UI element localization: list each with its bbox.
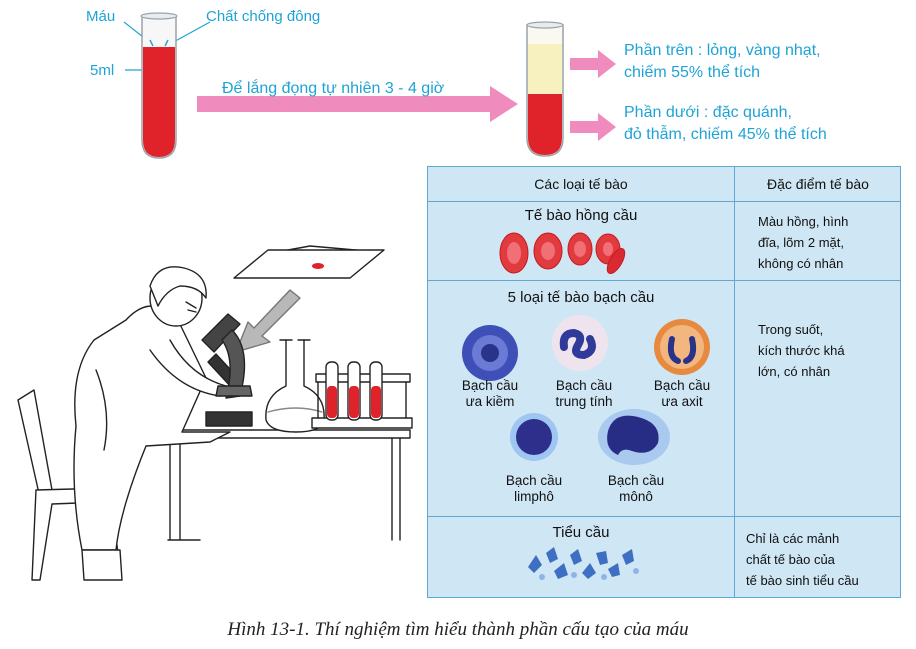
upper-part-line-1: Phần trên : lỏng, vàng nhạt,: [624, 42, 821, 59]
cell-table: Các loại tế bào Đặc điểm tế bào Tế bào h…: [427, 166, 901, 598]
label-blood: Máu: [86, 8, 116, 25]
row-name-platelets: Tiểu cầu: [552, 524, 610, 541]
eosinophil-icon: [654, 319, 710, 375]
figure-caption: Hình 13-1. Thí nghiệm tìm hiểu thành phầ…: [227, 619, 689, 640]
label-eosinophil-line-1: Bạch cầu: [653, 378, 711, 393]
label-basophil-line-1: Bạch cầu: [461, 378, 519, 393]
label-basophil-line-2: ưa kiềm: [465, 394, 515, 409]
row-divider-1: [428, 280, 900, 281]
label-monocyte: Bạch cầu mônô: [586, 473, 686, 505]
tube-blood-icon: [140, 12, 178, 159]
settling-text: Để lắng đọng tự nhiên 3 - 4 giờ: [222, 80, 445, 97]
white-blood-cells-icons: [462, 315, 710, 465]
lymphocyte-icon: [510, 413, 558, 461]
upper-arrow-icon: [570, 50, 616, 78]
red-blood-cells-icon: [499, 232, 626, 274]
settling-arrow-icon: [197, 86, 518, 122]
basophil-icon: [462, 325, 518, 381]
features-white-line-3: lớn, có nhân: [758, 364, 831, 379]
label-lymphocyte-line-1: Bạch cầu: [505, 473, 563, 488]
flask-icon: [265, 339, 325, 433]
label-neutrophil-line-2: trung tính: [555, 394, 613, 409]
row-name-red-cells: Tế bào hồng cầu: [524, 207, 638, 224]
features-white-cells: Trong suốt, kích thước khá lớn, có nhân: [758, 319, 845, 382]
features-platelets: Chỉ là các mảnh chất tế bào của tế bào s…: [746, 528, 859, 591]
neutrophil-icon: [552, 315, 608, 371]
slide-icon: [233, 245, 385, 279]
label-eosinophil-line-2: ưa axit: [661, 394, 703, 409]
tube-separated-icon: [526, 21, 564, 157]
label-eosinophil: Bạch cầu ưa axit: [632, 378, 732, 410]
features-platelets-line-1: Chỉ là các mảnh: [746, 531, 840, 546]
label-volume: 5ml: [90, 62, 115, 79]
monocyte-icon: [598, 409, 670, 465]
scientist-microscope-illustration: [17, 245, 413, 581]
label-lymphocyte: Bạch cầu limphô: [484, 473, 584, 505]
features-red-cells: Màu hồng, hình đĩa, lõm 2 mặt, không có …: [758, 211, 848, 274]
features-red-line-1: Màu hồng, hình: [758, 214, 849, 229]
features-red-line-3: không có nhân: [758, 256, 844, 271]
features-red-line-2: đĩa, lõm 2 mặt,: [758, 235, 844, 250]
features-white-line-2: kích thước khá: [758, 343, 845, 358]
upper-part-text: Phần trên : lỏng, vàng nhạt, chiếm 55% t…: [624, 40, 821, 84]
down-arrow-icon: [235, 289, 301, 353]
column-divider: [734, 167, 735, 597]
header-divider: [428, 201, 900, 202]
label-anticoagulant: Chất chống đông: [206, 8, 321, 25]
upper-part-line-2: chiếm 55% thể tích: [624, 64, 761, 81]
row-divider-2: [428, 516, 900, 517]
label-monocyte-line-1: Bạch cầu: [607, 473, 665, 488]
label-basophil: Bạch cầu ưa kiềm: [440, 378, 540, 410]
label-lymphocyte-line-2: limphô: [514, 489, 554, 504]
label-neutrophil: Bạch cầu trung tính: [534, 378, 634, 410]
header-cell-features: Đặc điểm tế bào: [767, 176, 869, 192]
lower-part-text: Phần dưới : đặc quánh, đỏ thẫm, chiếm 45…: [624, 102, 827, 146]
lower-part-line-1: Phần dưới : đặc quánh,: [624, 104, 792, 121]
row-name-white-cells: 5 loại tế bào bạch cầu: [507, 289, 655, 306]
features-platelets-line-3: tế bào sinh tiểu cầu: [746, 573, 859, 588]
test-tube-rack-icon: [311, 361, 413, 429]
platelets-icon: [528, 547, 639, 580]
label-monocyte-line-2: mônô: [619, 489, 653, 504]
lower-arrow-icon: [570, 113, 616, 141]
lower-part-line-2: đỏ thẫm, chiếm 45% thể tích: [624, 126, 827, 143]
microscope-icon: [201, 313, 253, 427]
tube-illustrations: [123, 12, 616, 159]
header-cell-types: Các loại tế bào: [534, 176, 628, 192]
features-white-line-1: Trong suốt,: [758, 322, 824, 337]
label-neutrophil-line-1: Bạch cầu: [555, 378, 613, 393]
features-platelets-line-2: chất tế bào của: [746, 552, 835, 567]
